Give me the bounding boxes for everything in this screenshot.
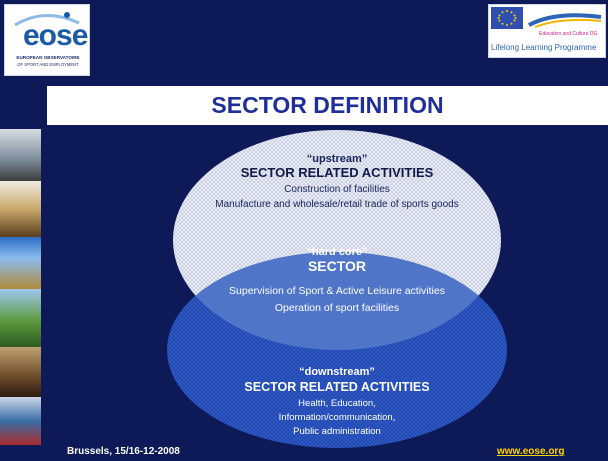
downstream-line2: Information/communication, (279, 412, 396, 423)
photo-rafting (0, 397, 41, 445)
title-band (47, 86, 608, 125)
upstream-quote: “upstream” (307, 153, 368, 165)
photo-runner (0, 347, 41, 397)
hardcore-quote: “hard core” (306, 246, 367, 258)
hardcore-heading: SECTOR (308, 258, 366, 274)
photo-climber (0, 237, 41, 289)
downstream-quote: “downstream” (299, 366, 375, 378)
hardcore-overlap (173, 252, 501, 350)
eose-acronym: eose (23, 19, 88, 52)
hardcore-line2: Operation of sport facilities (275, 302, 399, 314)
photo-skier (0, 129, 41, 181)
upstream-line1: Construction of facilities (284, 184, 390, 195)
photo-cyclist (0, 181, 41, 237)
eu-caption: Education and Culture DG (539, 31, 598, 37)
slide-title: SECTOR DEFINITION (211, 92, 444, 118)
eose-line2: OF SPORT AND EMPLOYMENT (17, 62, 79, 67)
eu-swoosh-icon (528, 13, 602, 28)
downstream-line1: Health, Education, (298, 398, 376, 409)
eose-line1: EUROPEAN OBSERVATOIRE (16, 55, 80, 60)
eose-swoosh-icon (14, 12, 80, 27)
eose-logo: eose EUROPEAN OBSERVATOIRE OF SPORT AND … (4, 4, 90, 76)
upstream-line2: Manufacture and wholesale/retail trade o… (215, 199, 458, 210)
footer-location-date: Brussels, 15/16-12-2008 (67, 446, 180, 457)
eu-program: Lifelong Learning Programme (491, 43, 597, 52)
upstream-heading: SECTOR RELATED ACTIVITIES (241, 165, 434, 180)
downstream-heading: SECTOR RELATED ACTIVITIES (244, 380, 429, 394)
eu-logo: Education and Culture DG Lifelong Learni… (488, 4, 606, 58)
footer-website-link[interactable]: www.eose.org (497, 446, 565, 457)
photo-football (0, 289, 41, 347)
eu-flag-icon (491, 7, 523, 29)
hardcore-line1: Supervision of Sport & Active Leisure ac… (229, 285, 445, 297)
downstream-line3: Public administration (293, 426, 381, 437)
